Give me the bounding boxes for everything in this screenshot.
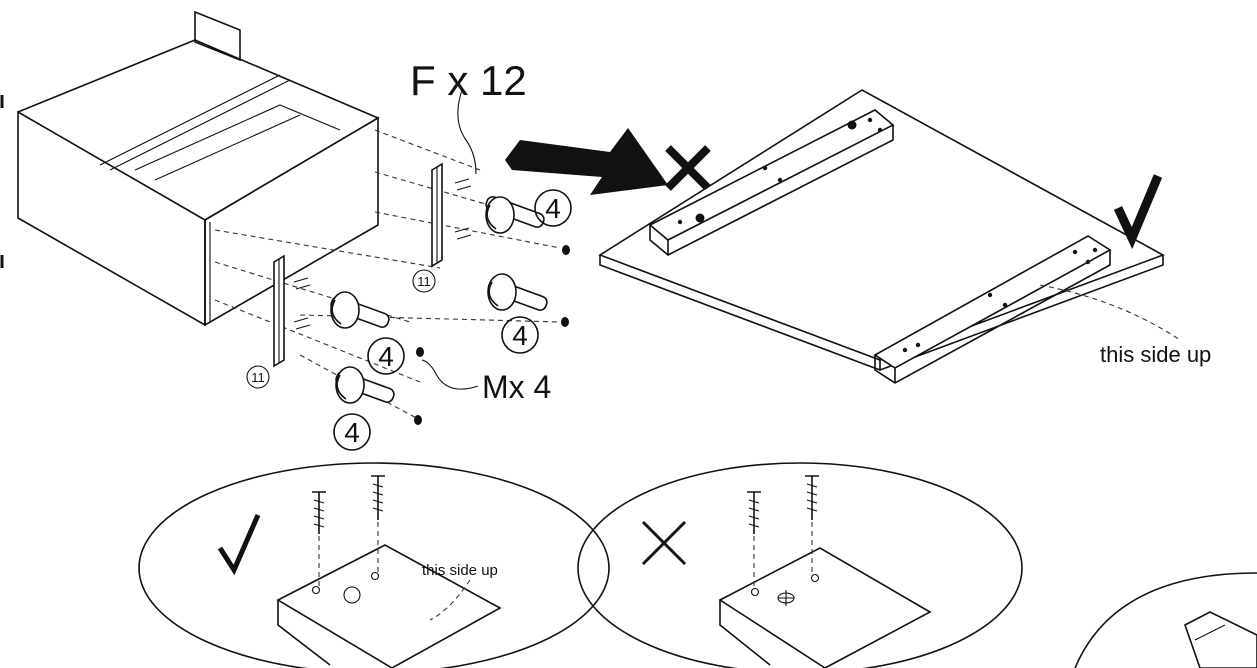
dowel-guide-lines xyxy=(214,129,561,421)
qty-callout: 4 xyxy=(333,413,371,451)
qty-label: 4 xyxy=(378,341,394,372)
bracket-screws xyxy=(293,178,472,330)
part-ref-callout: 11 xyxy=(246,365,270,389)
drawer-front-board xyxy=(598,89,1165,384)
detail-correct xyxy=(138,462,610,668)
fastener-m-leader xyxy=(421,359,479,390)
fastener-m-label: Mx 4 xyxy=(482,369,551,405)
x-mark-icon xyxy=(665,145,711,191)
cam-fitting xyxy=(485,196,545,234)
bracket-upper xyxy=(431,162,443,268)
fastener-f-label: F x 12 xyxy=(410,57,527,104)
cam-fitting xyxy=(330,291,390,329)
x-mark-icon xyxy=(641,520,687,566)
side-up-detail-label: this side up xyxy=(422,562,498,579)
qty-callout: 4 xyxy=(367,337,405,375)
detail-partial xyxy=(1074,572,1257,668)
detail-wrong xyxy=(577,462,1023,668)
drawer-box xyxy=(17,10,380,327)
part-ref-callout: 11 xyxy=(412,269,436,293)
cap-dots xyxy=(414,245,570,425)
arrow-icon xyxy=(505,128,668,195)
check-mark-icon xyxy=(217,514,261,576)
side-up-main-label: this side up xyxy=(1100,342,1211,367)
qty-label: 4 xyxy=(512,320,528,351)
qty-callout: 4 xyxy=(534,189,572,227)
qty-label: 4 xyxy=(344,417,360,448)
bracket-lower xyxy=(273,254,285,368)
side-up-leader xyxy=(1039,284,1181,341)
part-ref-label: 11 xyxy=(251,370,265,385)
part-ref-label: 11 xyxy=(417,274,431,289)
check-mark-icon xyxy=(1113,174,1163,250)
qty-label: 4 xyxy=(545,193,561,224)
cam-fitting xyxy=(335,366,395,404)
fastener-f-leader xyxy=(457,89,477,175)
qty-callout: 4 xyxy=(501,316,539,354)
cam-fitting xyxy=(487,273,548,311)
